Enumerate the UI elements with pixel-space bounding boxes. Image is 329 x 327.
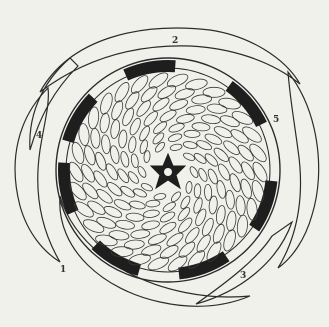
label-5: 5 xyxy=(273,115,279,125)
star-center xyxy=(164,168,172,176)
label-1: 1 xyxy=(60,265,66,275)
label-2: 2 xyxy=(172,36,178,46)
label-3: 3 xyxy=(240,271,246,281)
label-4: 4 xyxy=(36,131,42,141)
